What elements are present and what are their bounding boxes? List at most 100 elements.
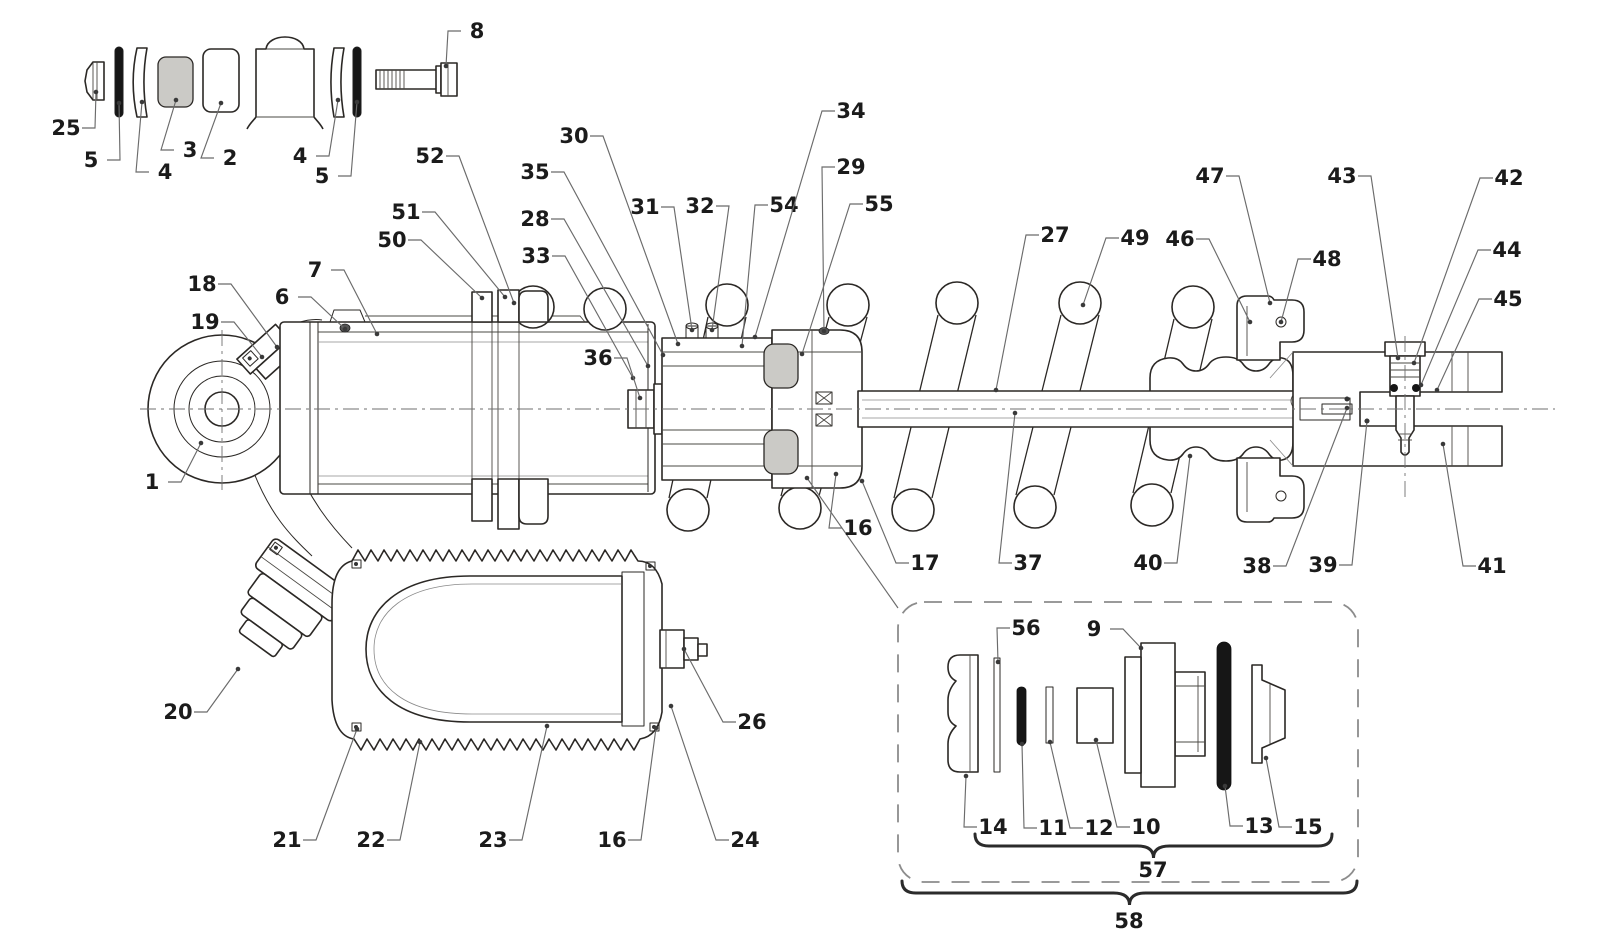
leader-line-49 bbox=[1082, 237, 1119, 306]
leader-line-35 bbox=[551, 171, 664, 356]
callout-58: 58 bbox=[1114, 909, 1143, 933]
leader-dot-12 bbox=[1047, 739, 1053, 745]
callout-3-3: 3 bbox=[183, 138, 198, 162]
leader-dot-19 bbox=[259, 354, 265, 360]
flange-nut bbox=[84, 61, 105, 101]
leader-line-51 bbox=[422, 211, 506, 298]
spring-collar-lower bbox=[518, 478, 549, 525]
leader-dot-44 bbox=[1418, 382, 1424, 388]
leader-line-11 bbox=[1021, 743, 1037, 829]
callout-9-51: 9 bbox=[1087, 617, 1102, 641]
callout-45-35: 45 bbox=[1493, 287, 1522, 311]
callout-20-43: 20 bbox=[163, 700, 192, 724]
callout-43-32: 43 bbox=[1327, 164, 1356, 188]
reservoir-end-cap bbox=[621, 571, 645, 727]
leader-dot-24 bbox=[668, 703, 674, 709]
leader-dot-51 bbox=[502, 294, 508, 300]
callout-10-55: 10 bbox=[1131, 815, 1160, 839]
leader-line-2 bbox=[200, 102, 222, 159]
callout-13-56: 13 bbox=[1244, 814, 1273, 838]
leader-dot-16 bbox=[833, 471, 839, 477]
leader-dot-4 bbox=[139, 99, 145, 105]
callout-2-4: 2 bbox=[223, 146, 238, 170]
leader-line-16 bbox=[628, 727, 657, 841]
reservoir-bladder bbox=[365, 575, 623, 723]
rebound-adjuster-knob bbox=[1384, 341, 1426, 456]
callout-47-29: 47 bbox=[1195, 164, 1224, 188]
leader-line-3 bbox=[160, 99, 177, 151]
knob-o-ring-right bbox=[1412, 384, 1420, 392]
leader-line-13 bbox=[1224, 785, 1243, 827]
leader-line-42 bbox=[1413, 177, 1493, 364]
leader-line-22 bbox=[387, 741, 421, 841]
mount-hardware-group bbox=[84, 36, 458, 130]
cup-washer-left bbox=[132, 47, 148, 118]
kit-wave-washer bbox=[947, 654, 979, 773]
link-arm bbox=[251, 467, 313, 557]
leader-line-15 bbox=[1265, 757, 1292, 828]
detail-box bbox=[804, 475, 1359, 883]
leader-line-39 bbox=[1339, 420, 1368, 566]
kit-shim bbox=[993, 657, 1001, 773]
bushing-spacer bbox=[202, 48, 240, 113]
leader-line-12 bbox=[1049, 741, 1083, 829]
leader-line-45 bbox=[1436, 298, 1492, 391]
seal-disc-right bbox=[352, 46, 362, 118]
leader-line-41 bbox=[1442, 443, 1476, 567]
leader-line-55 bbox=[801, 203, 863, 355]
callout-52-15: 52 bbox=[415, 144, 444, 168]
leader-dot-52 bbox=[511, 300, 517, 306]
callout-57: 57 bbox=[1138, 858, 1167, 882]
leader-dot-4 bbox=[335, 97, 341, 103]
leader-line-33 bbox=[552, 255, 634, 379]
leader-dot-27 bbox=[993, 387, 999, 393]
callout-42-33: 42 bbox=[1494, 166, 1523, 190]
leader-dot-39 bbox=[1364, 418, 1370, 424]
leader-line-23 bbox=[509, 725, 548, 841]
leader-dot-28 bbox=[645, 363, 651, 369]
leader-line-9 bbox=[1110, 628, 1142, 649]
leader-dot-41 bbox=[1440, 441, 1446, 447]
leader-line-10 bbox=[1095, 739, 1130, 828]
leader-dot-21 bbox=[354, 726, 360, 732]
callout-46-30: 46 bbox=[1165, 227, 1194, 251]
leader-dot-16 bbox=[653, 725, 659, 731]
leader-line-32 bbox=[711, 205, 730, 331]
leader-dot-5 bbox=[116, 100, 122, 106]
leader-line-7 bbox=[331, 269, 378, 335]
callout-31-21: 31 bbox=[630, 195, 659, 219]
leader-dot-45 bbox=[1434, 387, 1440, 393]
callout-16-36: 16 bbox=[843, 516, 872, 540]
callout-16-47: 16 bbox=[597, 828, 626, 852]
leader-dot-54 bbox=[739, 343, 745, 349]
leader-line-29 bbox=[821, 166, 835, 332]
reservoir-valve bbox=[659, 629, 708, 669]
leader-dot-40 bbox=[1187, 453, 1193, 459]
leader-line-40 bbox=[1164, 455, 1191, 564]
kit-o-ring-large bbox=[1216, 641, 1232, 791]
leader-line-47 bbox=[1226, 175, 1271, 304]
leader-dot-18 bbox=[274, 344, 280, 350]
leader-dot-10 bbox=[1093, 737, 1099, 743]
leader-dot-13 bbox=[1222, 783, 1228, 789]
leader-dot-31 bbox=[689, 327, 695, 333]
group-brace-57 bbox=[973, 832, 1334, 859]
leader-line-17 bbox=[861, 480, 909, 564]
callout-14-52: 14 bbox=[978, 815, 1007, 839]
callout-5-1: 5 bbox=[84, 148, 99, 172]
seal-head bbox=[763, 327, 863, 489]
callout-18-8: 18 bbox=[187, 272, 216, 296]
leader-dot-37 bbox=[1012, 410, 1018, 416]
callout-39-41: 39 bbox=[1308, 553, 1337, 577]
callout-37-38: 37 bbox=[1013, 551, 1042, 575]
callout-1-12: 1 bbox=[145, 470, 160, 494]
leader-line-28 bbox=[551, 218, 649, 367]
adjust-ring-upper bbox=[497, 289, 520, 323]
callout-17-37: 17 bbox=[910, 551, 939, 575]
leader-dot-30 bbox=[675, 341, 681, 347]
callout-27-27: 27 bbox=[1040, 223, 1069, 247]
leader-dot-26 bbox=[681, 646, 687, 652]
leader-dot-15 bbox=[1263, 755, 1269, 761]
kit-seal-head-body bbox=[1124, 642, 1206, 788]
leader-line-37 bbox=[998, 412, 1016, 564]
